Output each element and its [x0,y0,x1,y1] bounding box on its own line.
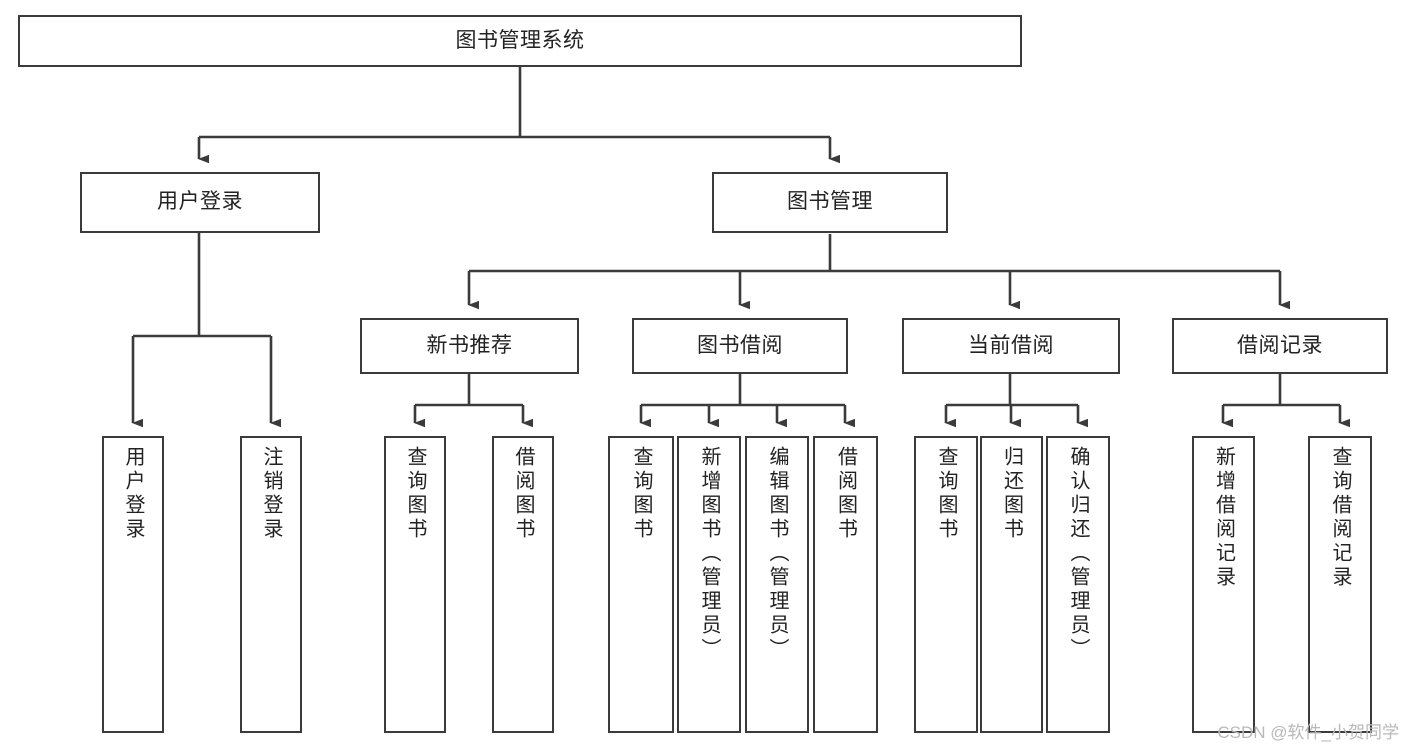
node-label: 查询图书 [404,446,426,542]
edge-bookmgmt-to-level2 [467,234,1290,310]
edge-currentborrow-to-leaves [944,374,1088,428]
node-label: 注销登录 [260,446,282,542]
node-leaf-logout[interactable]: 注销登录 [240,436,302,733]
node-label: 新增借阅记录 [1212,446,1235,590]
edge-borrowrecord-to-leaves [1221,374,1350,428]
node-level2-new-book-recommend[interactable]: 新书推荐 [360,318,579,374]
node-label: 借阅图书 [512,446,534,542]
node-label: 归还图书 [1000,446,1023,542]
node-label: 当前借阅 [968,333,1054,357]
node-leaf-borrow-book-recommend[interactable]: 借阅图书 [492,436,554,733]
node-label: 用户登录 [157,190,243,214]
node-label: 图书借阅 [697,333,783,357]
edge-root-to-level1 [197,66,840,164]
node-leaf-return-book[interactable]: 归还图书 [980,436,1043,733]
node-label: 新书推荐 [426,333,513,357]
node-label: 用户登录 [122,446,144,542]
node-level2-borrow-record[interactable]: 借阅记录 [1172,318,1388,374]
node-label: 确认归还（管理员） [1067,446,1089,662]
node-leaf-user-login[interactable]: 用户登录 [102,436,164,733]
node-label: 图书管理 [787,190,873,214]
node-leaf-query-book-borrow[interactable]: 查询图书 [608,436,674,733]
node-leaf-query-book-current[interactable]: 查询图书 [914,436,978,733]
node-label: 查询借阅记录 [1329,446,1351,590]
node-label: 借阅记录 [1237,333,1323,357]
node-level1-book-management[interactable]: 图书管理 [712,172,948,233]
node-level1-user-login[interactable]: 用户登录 [80,172,320,233]
node-label: 新增图书（管理员） [698,446,720,662]
node-leaf-borrow-book[interactable]: 借阅图书 [813,436,878,733]
node-label: 编辑图书（管理员） [766,446,788,662]
node-label: 查询图书 [935,446,957,542]
watermark: CSDN @软件_小贺同学 [1217,723,1399,742]
node-leaf-confirm-return-admin[interactable]: 确认归还（管理员） [1046,436,1110,733]
edge-userlogin-to-leaves [131,233,281,428]
edge-newbook-to-leaves [413,374,533,428]
node-leaf-add-book-admin[interactable]: 新增图书（管理员） [677,436,741,733]
node-level2-book-borrow[interactable]: 图书借阅 [632,318,848,374]
node-level2-current-borrow[interactable]: 当前借阅 [902,318,1120,374]
node-leaf-query-borrow-record[interactable]: 查询借阅记录 [1308,436,1372,733]
node-label: 借阅图书 [834,446,857,542]
node-leaf-edit-book-admin[interactable]: 编辑图书（管理员） [745,436,809,733]
node-root-book-management-system[interactable]: 图书管理系统 [18,15,1022,67]
node-leaf-query-book-recommend[interactable]: 查询图书 [384,436,446,733]
node-label: 查询图书 [630,446,652,542]
node-label: 图书管理系统 [455,28,585,52]
edge-bookborrow-to-leaves [639,374,855,428]
node-leaf-add-borrow-record[interactable]: 新增借阅记录 [1192,436,1255,733]
